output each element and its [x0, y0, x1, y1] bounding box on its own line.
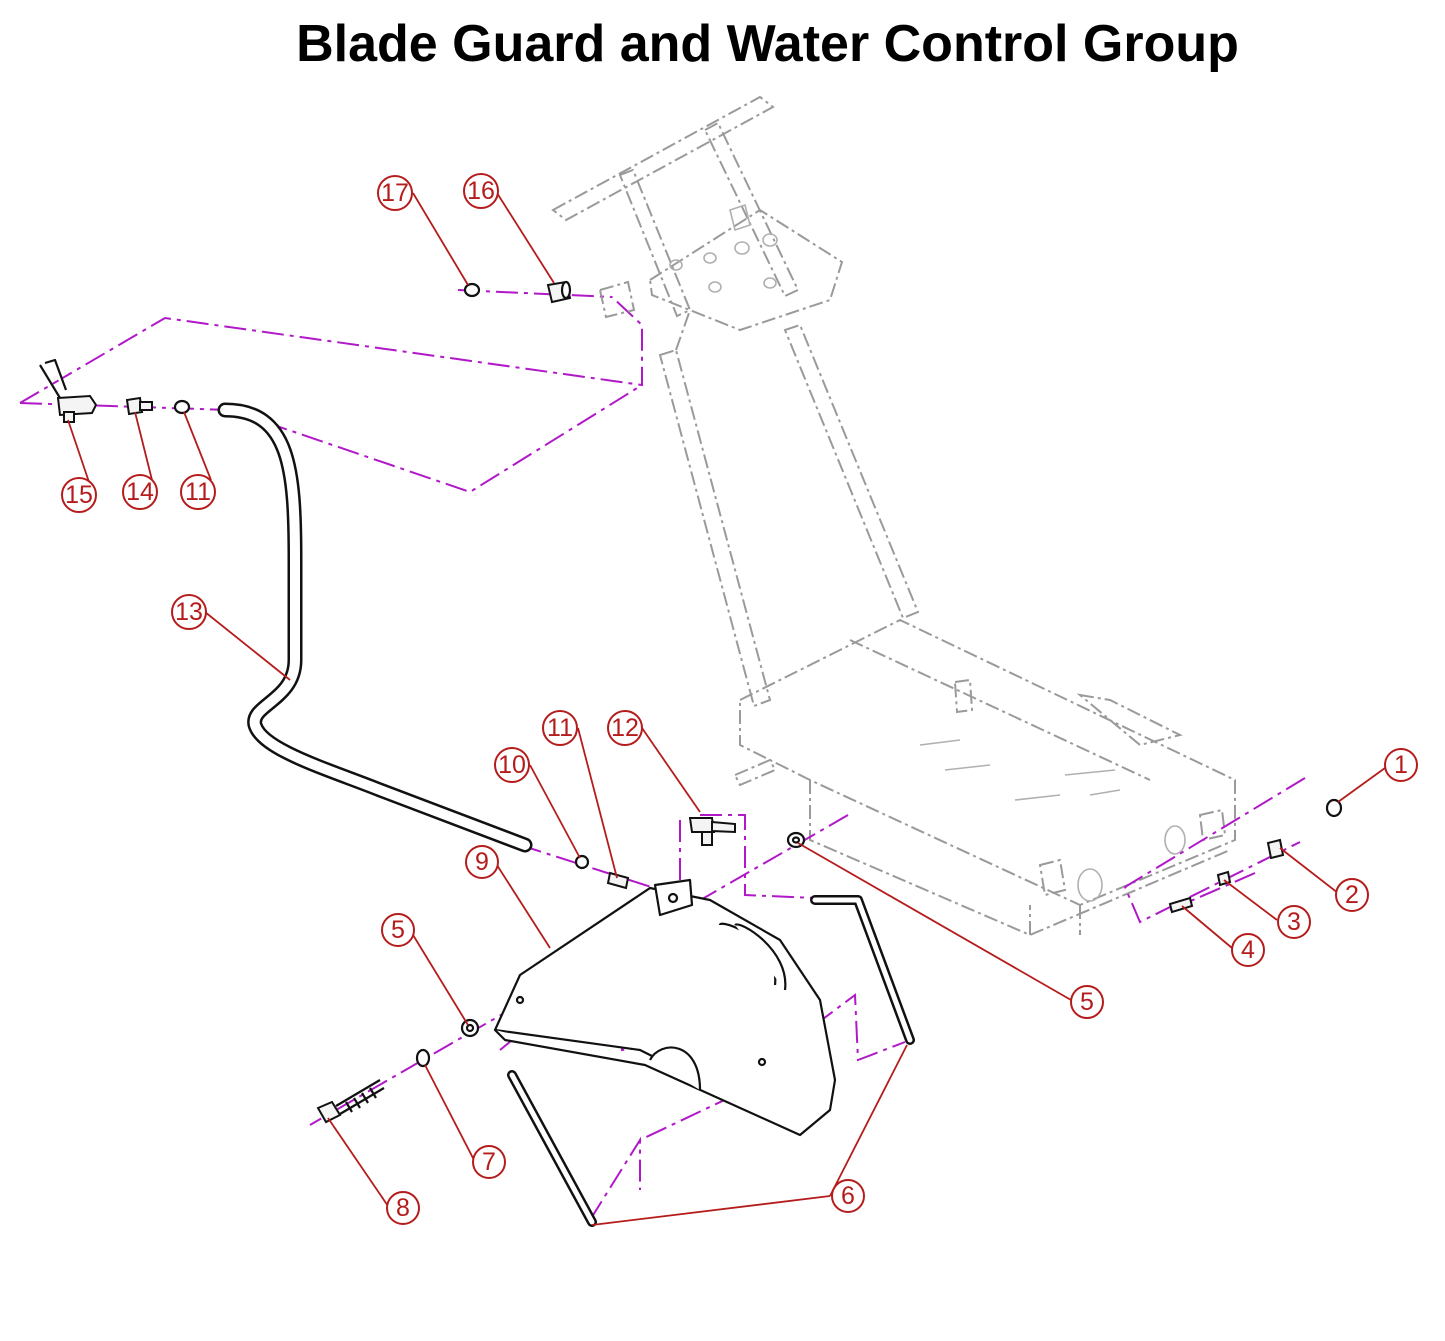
- callout-7: 7: [472, 1145, 506, 1179]
- callout-12: 12: [607, 710, 643, 746]
- water-tube-rear: [810, 895, 915, 1045]
- callout-9: 9: [465, 845, 499, 879]
- callout-7-label: 7: [482, 1148, 496, 1176]
- water-tube-front: [507, 1070, 597, 1227]
- callout-5-left-label: 5: [391, 916, 405, 944]
- leader-lines: [67, 192, 1386, 1226]
- washer-17: [463, 282, 481, 298]
- nipple-fitting: [606, 871, 630, 890]
- frame-bracket: [598, 280, 636, 319]
- o-ring: [1325, 798, 1343, 818]
- washer-lower-left: [460, 1018, 480, 1038]
- callout-11-lower: 11: [542, 710, 578, 746]
- callout-10: 10: [494, 747, 530, 783]
- callout-12-label: 12: [611, 714, 639, 742]
- callout-13: 13: [171, 594, 207, 630]
- hose-barb-fitting: [125, 396, 153, 416]
- callout-14-label: 14: [126, 478, 154, 506]
- blade-guard: [493, 878, 837, 1137]
- hose-clamp-lower: [574, 854, 590, 870]
- callout-2-label: 2: [1345, 881, 1359, 909]
- callout-6: 6: [831, 1179, 865, 1213]
- elbow-fitting: [688, 817, 736, 846]
- callout-11-upper-label: 11: [185, 478, 211, 506]
- callout-1: 1: [1384, 748, 1418, 782]
- callout-17: 17: [377, 175, 413, 211]
- callout-5-right-label: 5: [1080, 988, 1094, 1016]
- water-hose: [217, 402, 533, 853]
- lock-washer: [415, 1048, 431, 1068]
- callout-17-label: 17: [381, 179, 409, 207]
- callout-11-upper: 11: [180, 474, 216, 510]
- fitting-2: [1266, 838, 1285, 860]
- callout-5-left: 5: [381, 913, 415, 947]
- assembly-guide-lines: [19, 289, 1306, 1221]
- callout-10-label: 10: [498, 751, 526, 779]
- callout-15-label: 15: [65, 481, 93, 509]
- callout-4: 4: [1231, 933, 1265, 967]
- callout-8-label: 8: [396, 1194, 410, 1222]
- bushing-16: [546, 280, 572, 304]
- hex-bolt: [316, 1079, 385, 1124]
- callout-15: 15: [61, 477, 97, 513]
- callout-2: 2: [1335, 878, 1369, 912]
- callout-11-lower-label: 11: [547, 714, 573, 742]
- callout-14: 14: [122, 474, 158, 510]
- hose-clamp-upper: [173, 399, 191, 415]
- callout-9-label: 9: [475, 848, 489, 876]
- callout-3-label: 3: [1287, 908, 1301, 936]
- ball-valve: [39, 358, 98, 423]
- page-title: Blade Guard and Water Control Group: [296, 15, 1239, 73]
- saw-frame: [551, 95, 1236, 937]
- callout-4-label: 4: [1241, 936, 1255, 964]
- pin-4: [1168, 896, 1194, 914]
- callout-13-label: 13: [175, 598, 203, 626]
- callout-8: 8: [386, 1191, 420, 1225]
- callout-16-label: 16: [467, 177, 495, 205]
- callout-1-label: 1: [1394, 751, 1408, 779]
- callout-6-label: 6: [841, 1182, 855, 1210]
- callout-16: 16: [463, 173, 499, 209]
- callout-3: 3: [1277, 905, 1311, 939]
- callout-5-right: 5: [1070, 985, 1104, 1019]
